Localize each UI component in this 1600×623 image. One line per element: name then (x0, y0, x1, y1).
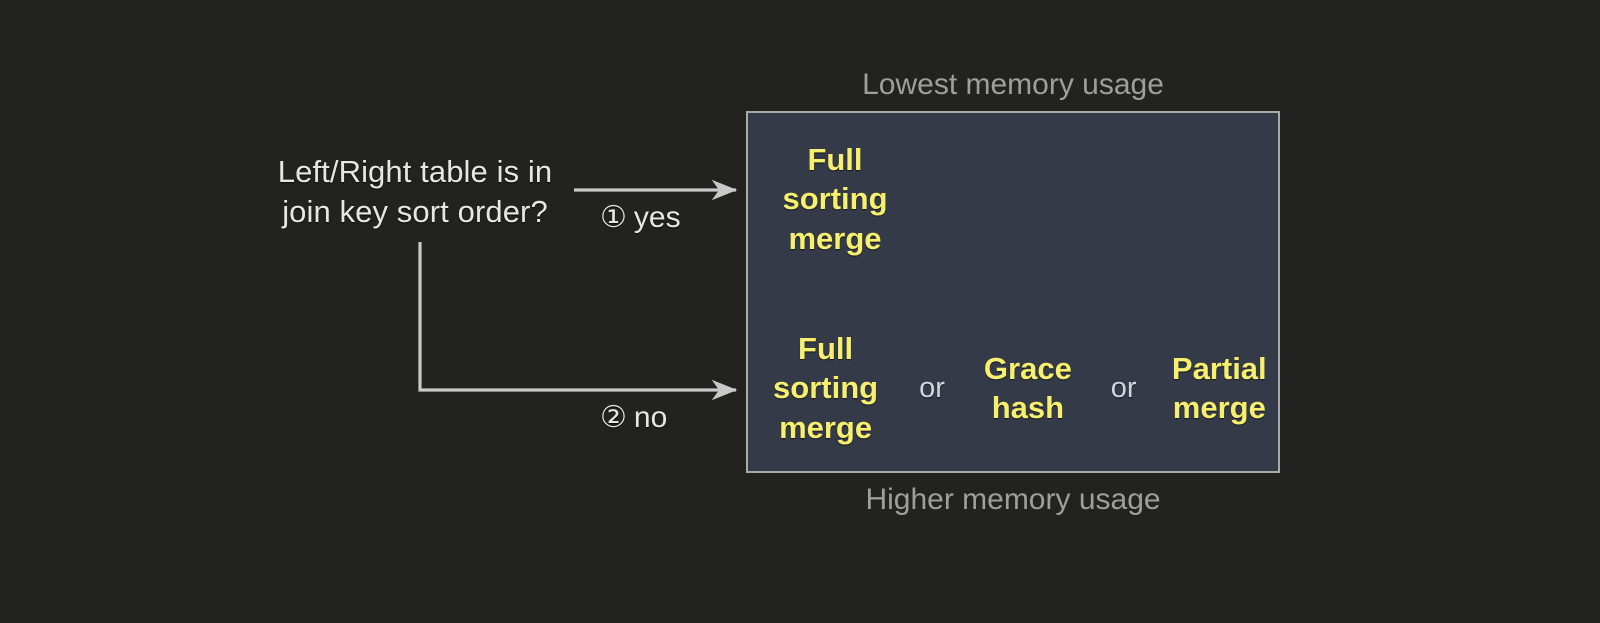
question-line-2: join key sort order? (282, 194, 548, 230)
conjunction-or-1: or (919, 371, 945, 404)
branch-text-yes: yes (633, 201, 681, 234)
arrow-no-branch (418, 242, 738, 401)
option-full-sorting-merge-sorted: Full sorting merge (782, 141, 888, 256)
option-grace-hash: Grace hash (983, 350, 1072, 425)
option-full-sorting-merge-unsorted: Full sorting merge (773, 330, 879, 445)
decision-question: Left/Right table is in join key sort ord… (210, 152, 620, 233)
caption-higher-memory-usage: Higher memory usage (865, 483, 1161, 516)
option-row-unsorted: Full sorting merge or Grace hash or Part… (748, 318, 1278, 458)
branch-text-no: no (633, 401, 668, 434)
circled-number-2: ② (600, 401, 627, 434)
join-algorithm-options-panel: Full sorting merge Full sorting merge or… (746, 111, 1280, 473)
option-partial-merge: Partial merge (1171, 350, 1267, 425)
caption-lowest-memory-usage: Lowest memory usage (862, 68, 1164, 101)
conjunction-or-2: or (1110, 371, 1137, 404)
question-line-1: Left/Right table is in (277, 154, 553, 189)
circled-number-1: ① (600, 201, 627, 234)
option-row-sorted: Full sorting merge (748, 129, 1278, 269)
